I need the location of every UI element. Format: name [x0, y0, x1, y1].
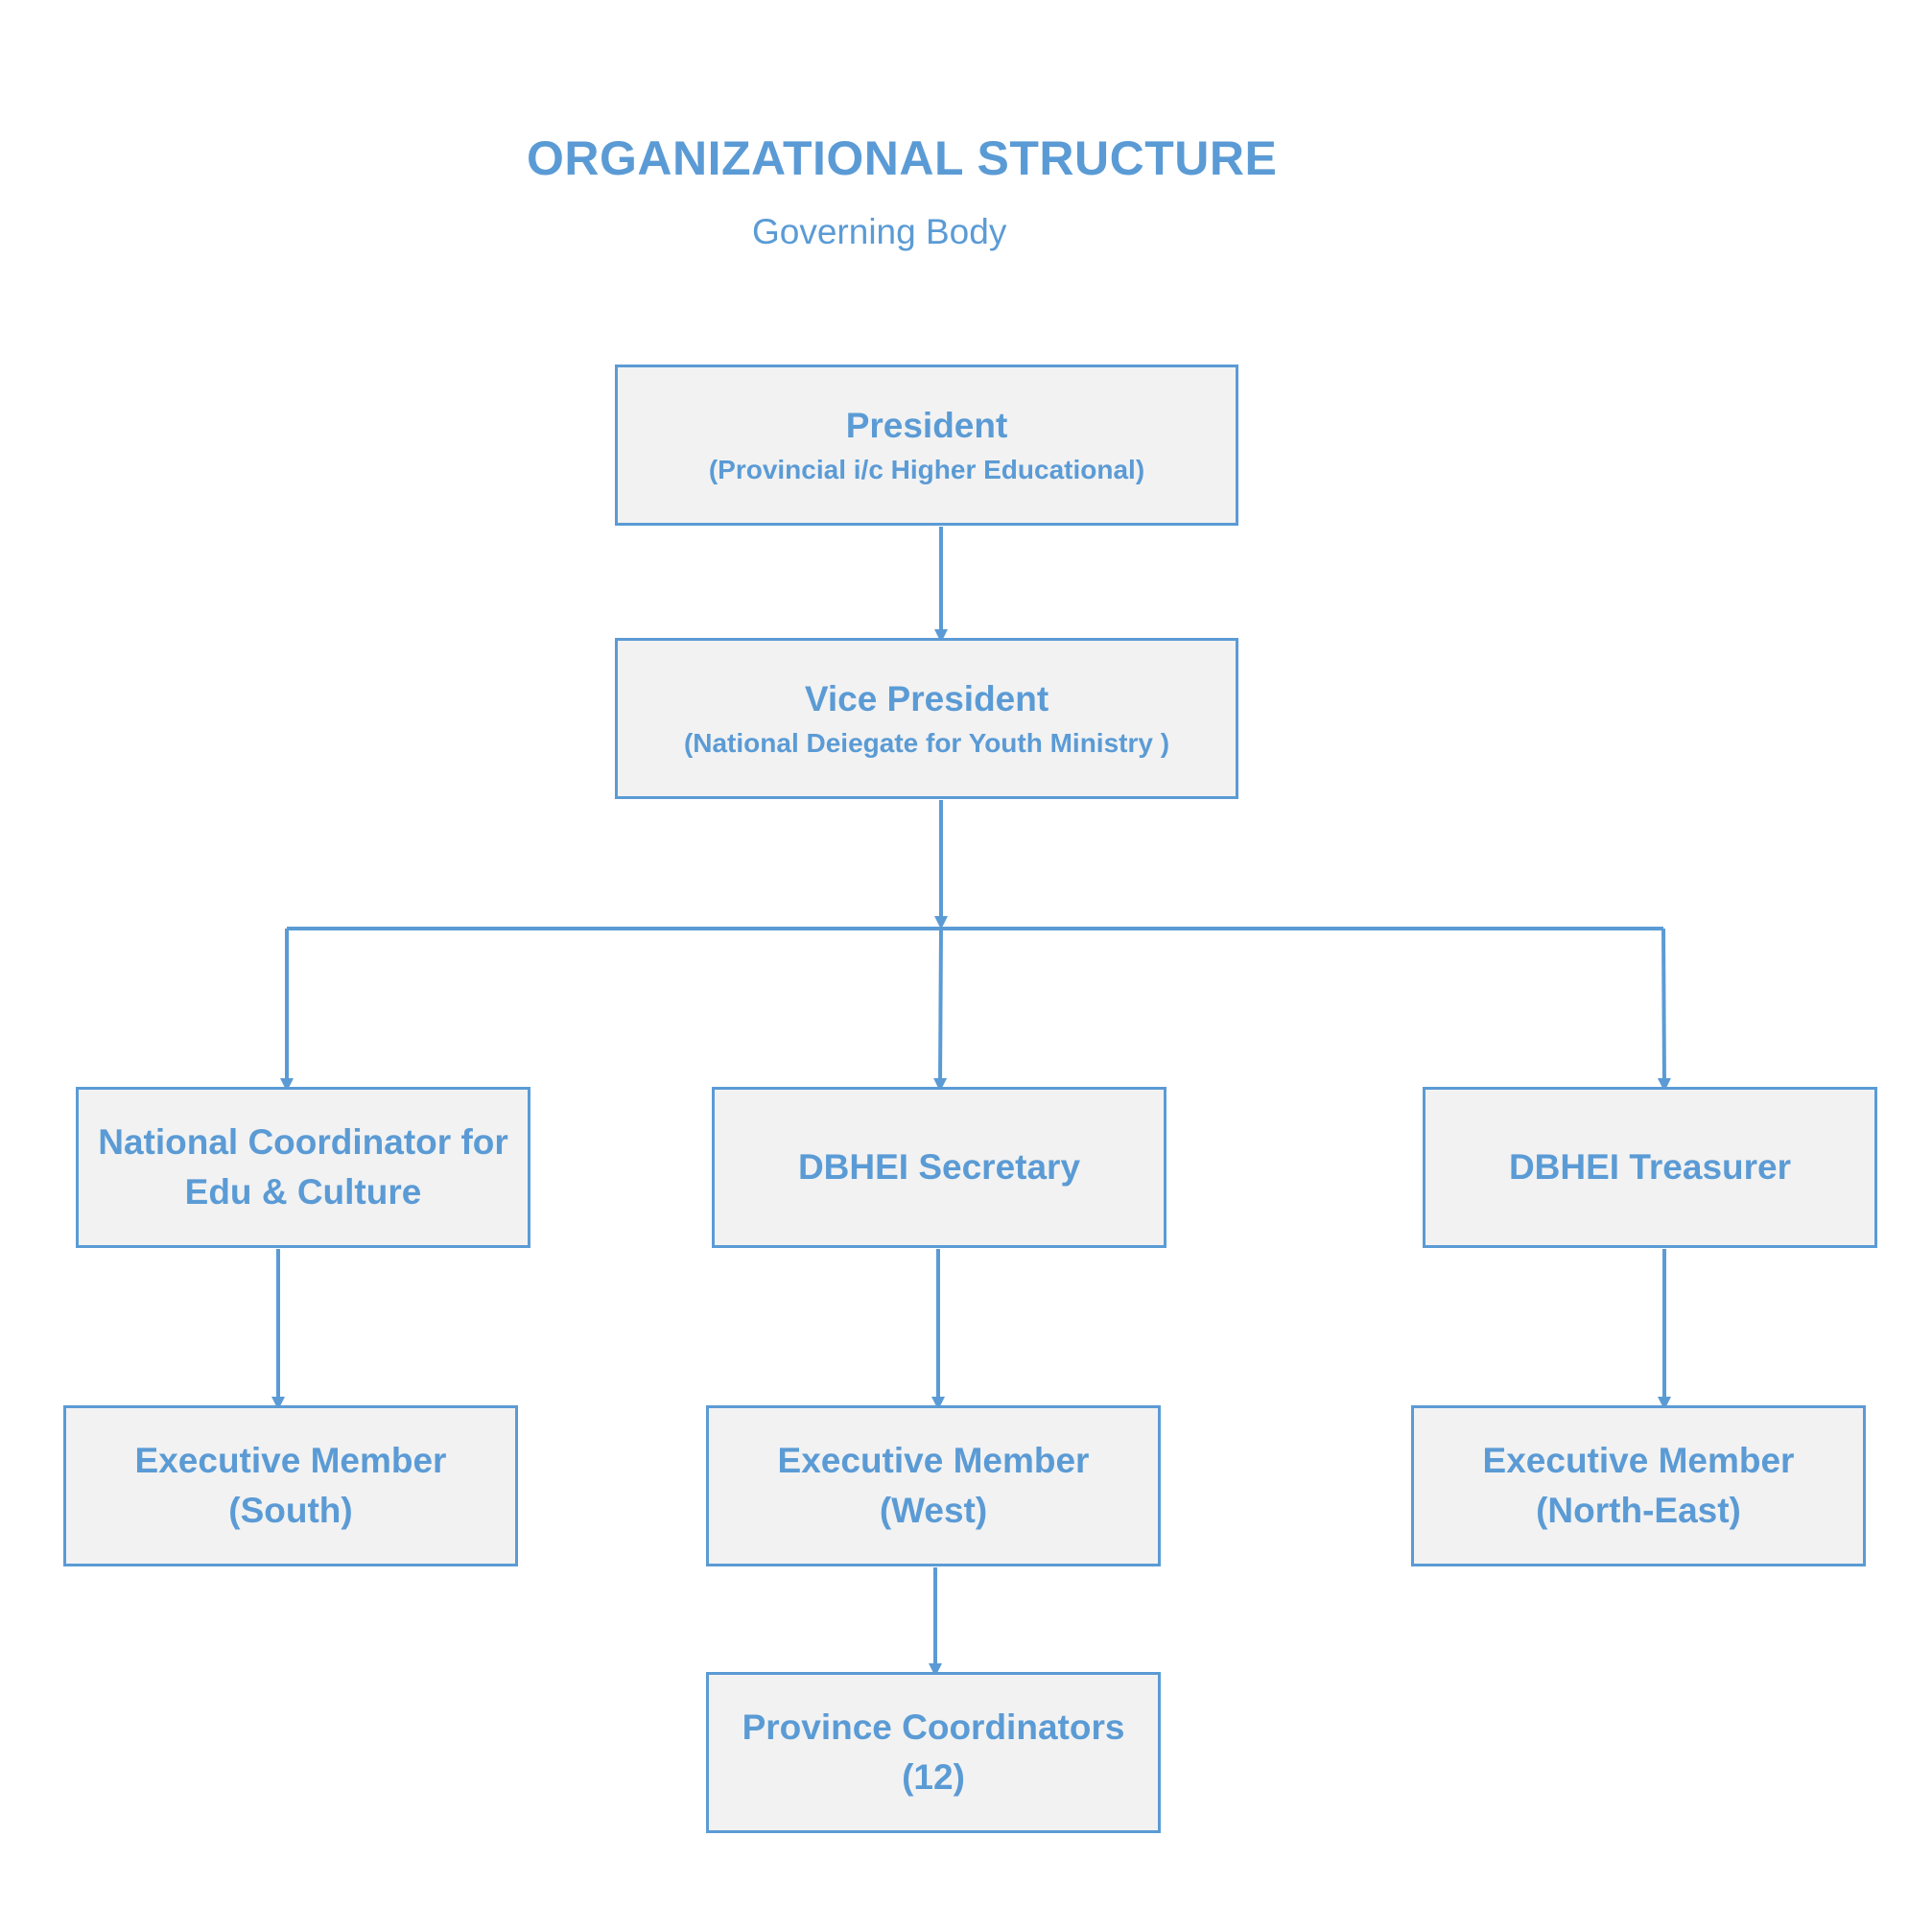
node-treasurer: DBHEI Treasurer — [1423, 1087, 1877, 1248]
connector-to-treasurer — [1657, 928, 1671, 1092]
node-executive-member-south-line1: Executive Member — [134, 1441, 447, 1480]
connector-to-secretary — [933, 928, 948, 1092]
node-vice-president-subtitle: (National Deiegate for Youth Ministry ) — [683, 728, 1170, 758]
node-secretary: DBHEI Secretary — [712, 1087, 1166, 1248]
node-executive-member-south-line2: (South) — [228, 1491, 353, 1530]
node-executive-member-south: Executive Member (South) — [63, 1405, 518, 1566]
node-executive-member-north-east-line2: (North-East) — [1536, 1491, 1741, 1530]
node-executive-member-west-line1: Executive Member — [777, 1441, 1090, 1480]
node-national-coordinator: National Coordinator for Edu & Culture — [76, 1087, 530, 1248]
node-president-title: President — [845, 406, 1008, 445]
node-president-subtitle: (Provincial i/c Higher Educational) — [708, 455, 1145, 484]
node-vice-president: Vice President (National Deiegate for Yo… — [615, 638, 1238, 799]
node-province-coordinators: Province Coordinators (12) — [706, 1672, 1161, 1833]
node-national-coordinator-line2: Edu & Culture — [184, 1172, 422, 1212]
node-vice-president-title: Vice President — [804, 679, 1049, 718]
node-executive-member-north-east-line1: Executive Member — [1482, 1441, 1795, 1480]
node-secretary-label: DBHEI Secretary — [797, 1147, 1081, 1187]
node-province-coordinators-line1: Province Coordinators — [742, 1707, 1125, 1747]
node-executive-member-west: Executive Member (West) — [706, 1405, 1161, 1566]
node-province-coordinators-line2: (12) — [902, 1757, 965, 1797]
page-title: ORGANIZATIONAL STRUCTURE — [527, 131, 1278, 185]
node-national-coordinator-line1: National Coordinator for — [98, 1122, 508, 1162]
node-executive-member-west-line2: (West) — [879, 1491, 988, 1530]
page-subtitle: Governing Body — [752, 212, 1007, 251]
node-treasurer-label: DBHEI Treasurer — [1508, 1147, 1792, 1187]
node-president: President (Provincial i/c Higher Educati… — [615, 365, 1238, 526]
node-executive-member-north-east: Executive Member (North-East) — [1411, 1405, 1866, 1566]
